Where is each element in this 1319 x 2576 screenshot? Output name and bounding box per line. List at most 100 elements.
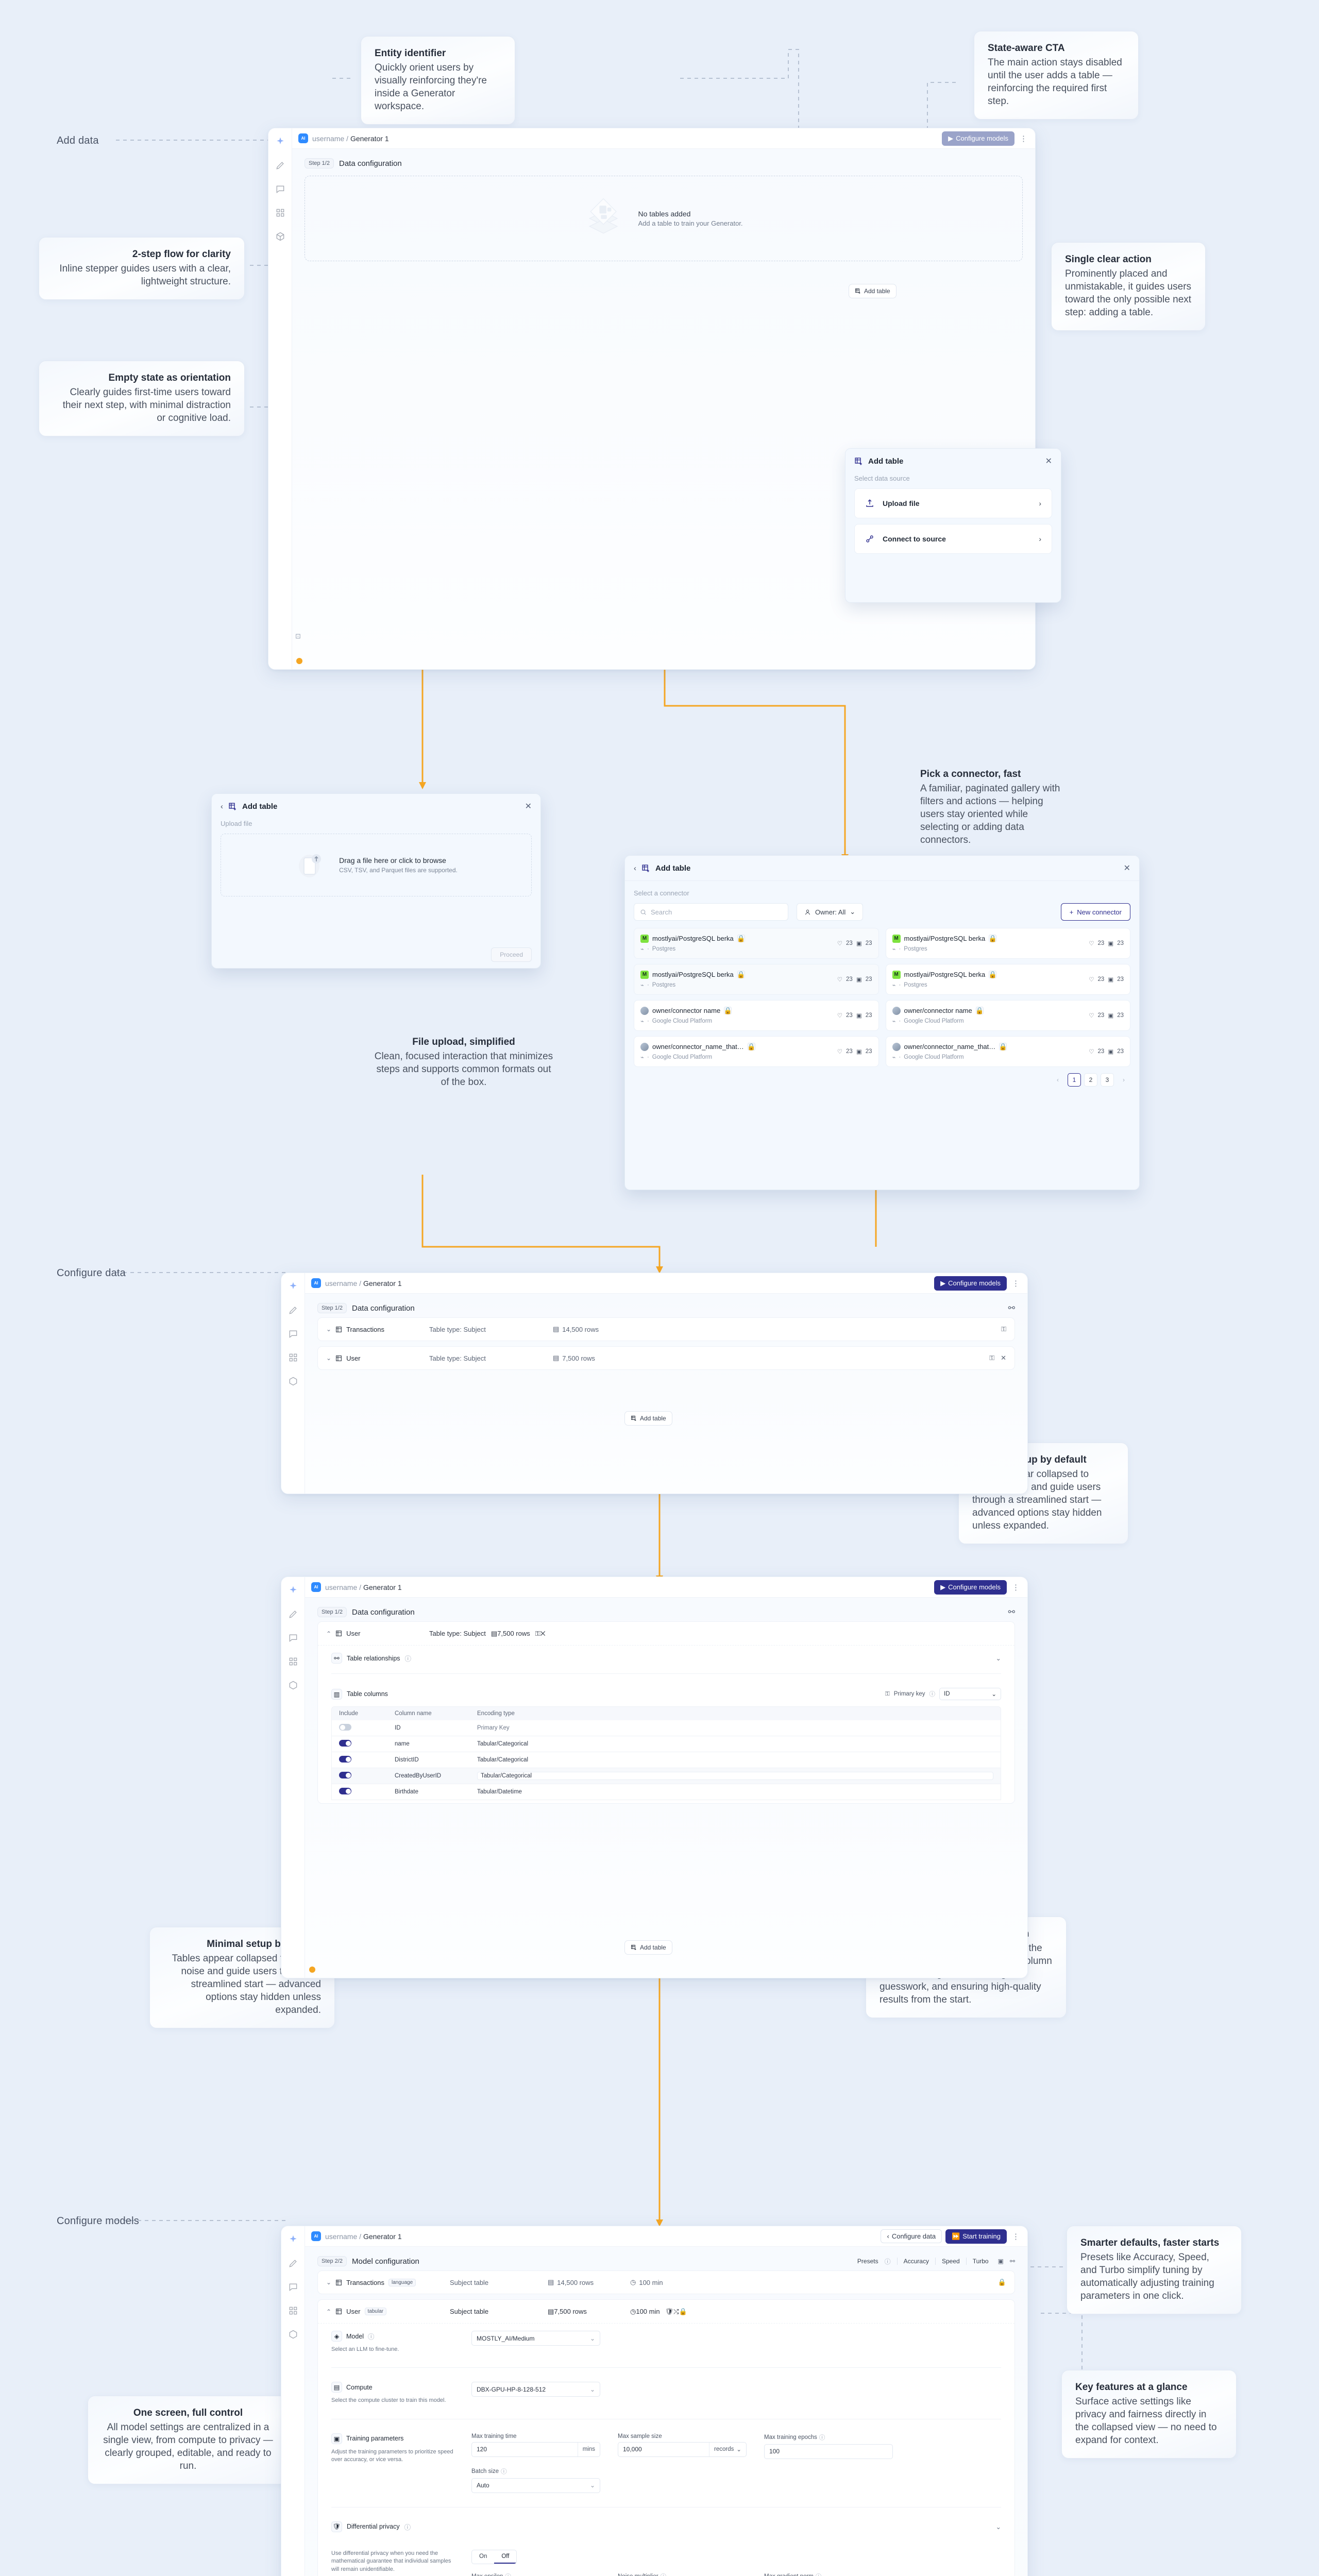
pencil-icon[interactable] [288,1609,298,1619]
configure-models-button[interactable]: ▶ Configure models [934,1580,1007,1595]
grid-icon[interactable] [288,1656,298,1667]
more-menu-icon[interactable]: ⋮ [1012,1583,1020,1592]
include-toggle[interactable] [339,1788,351,1794]
pencil-icon[interactable] [275,160,285,171]
table-row[interactable]: ⌄ User Table type: Subject ▤7,500 rows ⚿… [317,1346,1015,1370]
relationship-graph-icon[interactable]: ⚯ [1009,2258,1015,2265]
flexible-generation-icon[interactable]: ⤭ [673,2307,679,2315]
lock-icon[interactable]: 🔒 [679,2307,687,2315]
cube-icon[interactable] [288,2329,298,2340]
info-icon[interactable]: ⓘ [404,2523,411,2531]
table-row[interactable]: ⌄ Transactions Table type: Subject ▤14,5… [317,1317,1015,1341]
remove-table-icon[interactable]: ✕ [540,1629,546,1637]
cube-icon[interactable] [288,1680,298,1690]
table-relationships-section[interactable]: ⚯ Table relationships ⓘ ⌄ [318,1646,1014,1667]
include-toggle[interactable] [339,1756,351,1762]
add-table-button[interactable]: Add table [624,1411,672,1426]
dp-off-option[interactable]: Off [494,2550,517,2564]
info-icon[interactable]: ⓘ [404,1655,412,1663]
info-icon[interactable]: ⓘ [929,1691,936,1698]
include-toggle[interactable] [339,1740,351,1747]
compute-select[interactable]: DBX-GPU-HP-8-128-512⌄ [471,2382,600,2397]
chevron-down-icon[interactable]: ⌄ [326,1354,332,1362]
breadcrumb[interactable]: username / Generator 1 [325,2232,402,2241]
breadcrumb[interactable]: username / Generator 1 [312,134,389,143]
differential-privacy-icon[interactable]: 🛡 [665,2307,674,2315]
grid-icon[interactable] [288,1352,298,1363]
proceed-button[interactable]: Proceed [491,947,532,962]
encoding-type[interactable]: Tabular/Categorical [477,1741,529,1747]
start-training-button[interactable]: ⏩ Start training [945,2229,1007,2244]
upload-file-option[interactable]: Upload file › [854,488,1052,518]
new-connector-button[interactable]: +New connector [1060,903,1130,921]
chevron-down-icon[interactable]: ⌄ [995,1655,1001,1662]
columns-view-icon[interactable]: ▣ [997,2258,1004,2265]
page-prev-button[interactable]: ‹ [1057,1076,1059,1083]
chevron-up-icon[interactable]: ⌃ [326,1630,332,1637]
cube-icon[interactable] [288,1376,298,1386]
sparkle-icon[interactable] [288,1281,298,1292]
add-table-button[interactable]: Add table [849,284,897,298]
connector-card[interactable]: owner/connector_name_that…🔒 ⌁·Google Clo… [634,1036,879,1067]
relationship-graph-icon[interactable]: ⚯ [1008,1608,1015,1617]
column-row[interactable]: name Tabular/Categorical [331,1736,1001,1752]
primary-key-icon[interactable]: ⚿ [989,1354,995,1362]
info-icon[interactable]: ⓘ [816,2572,822,2576]
chat-icon[interactable] [288,1633,298,1643]
table-panel-header[interactable]: ⌃ User tabular Subject table ▤7,500 rows… [318,2300,1014,2324]
breadcrumb[interactable]: username / Generator 1 [325,1279,402,1287]
dp-on-option[interactable]: On [479,2553,487,2560]
back-icon[interactable]: ‹ [221,802,223,811]
info-icon[interactable]: ⓘ [505,2572,511,2576]
grid-icon[interactable] [275,208,285,218]
remove-table-icon[interactable]: ✕ [1001,1354,1006,1362]
max-training-epochs-input[interactable]: 100 [764,2444,893,2459]
connector-card[interactable]: owner/connector name🔒 ⌁·Google Cloud Pla… [885,1000,1130,1031]
info-icon[interactable]: ⓘ [501,2468,507,2475]
add-table-button[interactable]: Add table [624,1940,672,1955]
encoding-type[interactable]: Tabular/Datetime [477,1789,522,1795]
pencil-icon[interactable] [288,2258,298,2268]
chevron-down-icon[interactable]: ⌄ [326,2279,332,2286]
sparkle-icon[interactable] [288,2234,298,2245]
info-icon[interactable]: ⓘ [819,2434,825,2441]
empty-state-dropzone[interactable]: No tables added Add a table to train you… [305,176,1023,261]
table-panel-header[interactable]: ⌃ User Table type: Subject ▤7,500 rows ⚿… [318,1622,1014,1646]
primary-key-icon[interactable]: ⚿ [535,1629,540,1637]
lock-icon[interactable]: 🔒 [997,2278,1006,2286]
preset-accuracy[interactable]: Accuracy [903,2258,929,2265]
column-row[interactable]: CreatedByUserID Tabular/Categorical [331,1768,1001,1784]
close-icon[interactable]: ✕ [1045,457,1052,466]
more-menu-icon[interactable]: ⋮ [1012,1279,1020,1288]
column-row[interactable]: DistrictID Tabular/Categorical [331,1752,1001,1768]
page-button[interactable]: 1 [1068,1073,1081,1087]
page-next-button[interactable]: › [1123,1076,1125,1083]
primary-key-select[interactable]: ID⌄ [939,1688,1001,1700]
connect-to-source-option[interactable]: Connect to source › [854,524,1052,554]
collapse-rail-icon[interactable]: ⊡ [295,632,301,640]
connector-card[interactable]: owner/connector name🔒 ⌁·Google Cloud Pla… [634,1000,879,1031]
info-icon[interactable]: ⓘ [661,2572,667,2576]
file-dropzone[interactable]: Drag a file here or click to browse CSV,… [221,834,532,896]
chevron-down-icon[interactable]: ⌄ [326,1326,332,1333]
pencil-icon[interactable] [288,1305,298,1315]
breadcrumb[interactable]: username / Generator 1 [325,1583,402,1591]
page-button[interactable]: 3 [1101,1073,1114,1087]
encoding-type[interactable]: Tabular/Categorical [477,1772,993,1780]
connector-card[interactable]: owner/connector_name_that…🔒 ⌁·Google Clo… [885,1036,1130,1067]
preset-turbo[interactable]: Turbo [972,2258,989,2265]
chat-icon[interactable] [288,2282,298,2292]
owner-filter-select[interactable]: Owner: All ⌄ [797,903,864,921]
dp-toggle[interactable]: On Off [471,2549,517,2564]
chat-icon[interactable] [288,1329,298,1339]
more-menu-icon[interactable]: ⋮ [1020,134,1027,143]
table-row[interactable]: ⌄ Transactions language Subject table ▤1… [317,2270,1015,2294]
info-icon[interactable]: ⓘ [368,2333,375,2341]
configure-models-button[interactable]: ▶ Configure models [942,131,1014,146]
batch-size-select[interactable]: Auto⌄ [471,2478,600,2493]
primary-key-icon[interactable]: ⚿ [1001,1325,1006,1333]
chevron-up-icon[interactable]: ⌃ [326,2308,332,2315]
